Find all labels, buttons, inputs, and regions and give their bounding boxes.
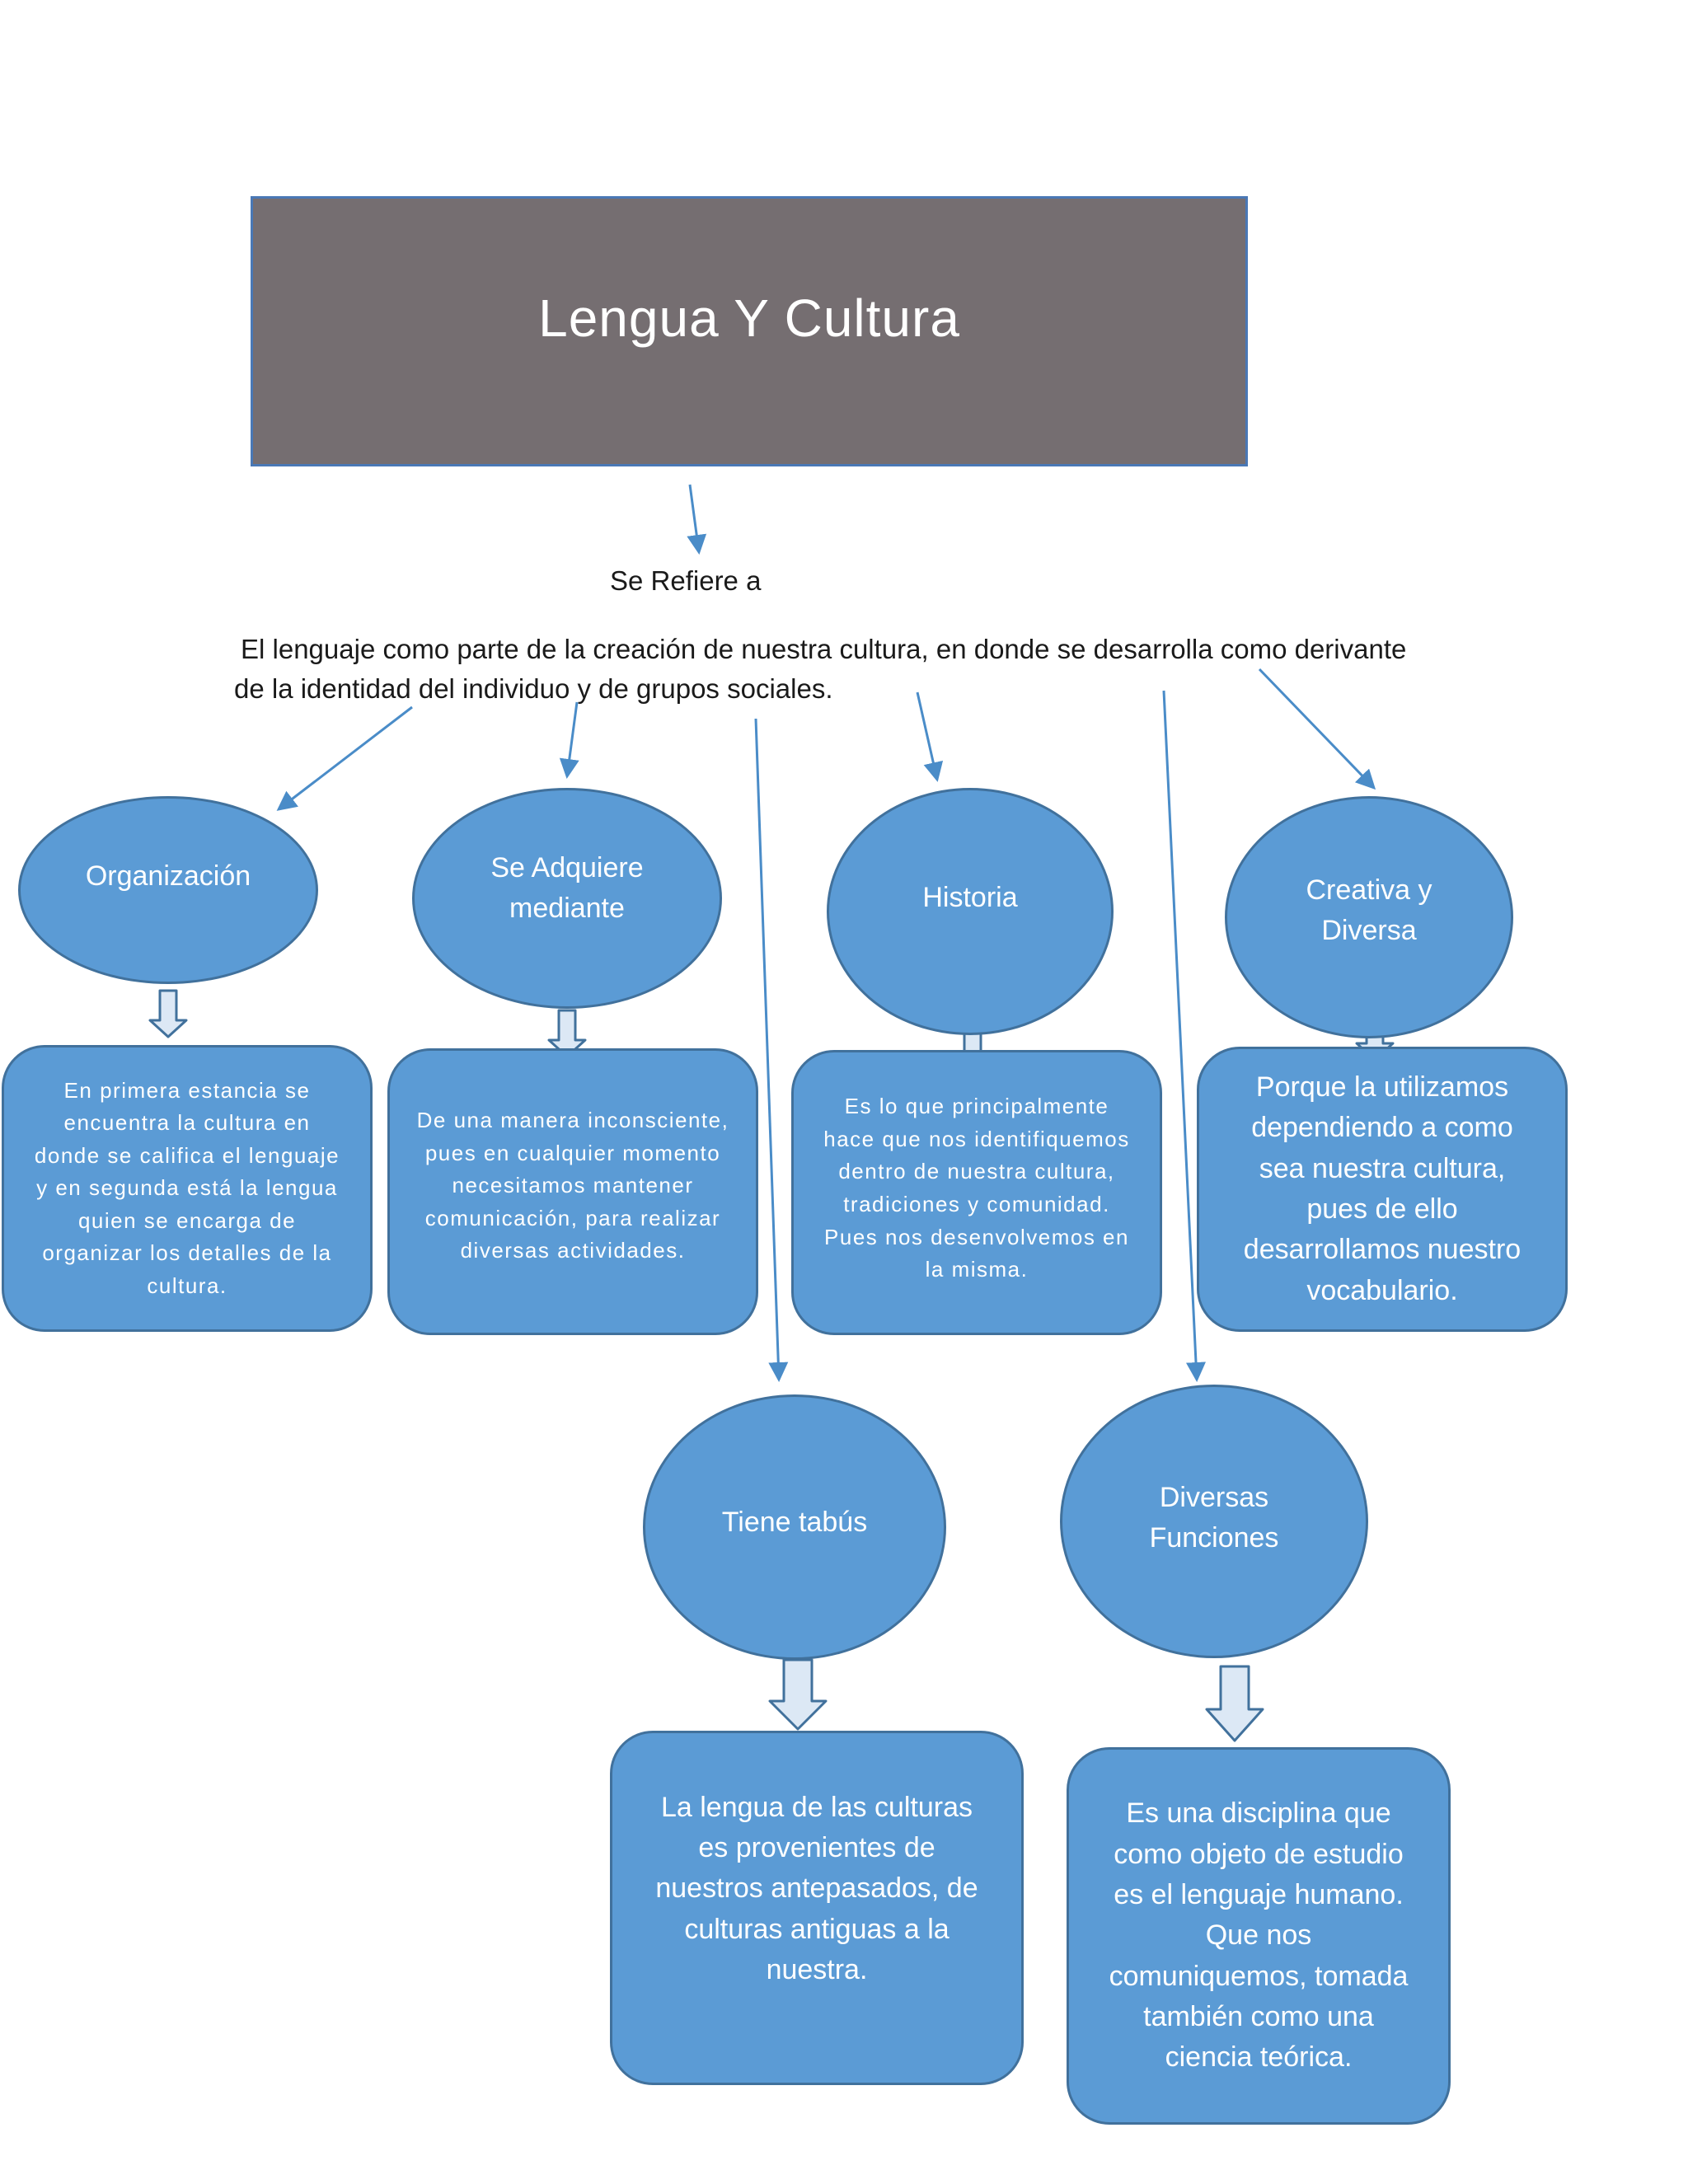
arrow-to-creativa xyxy=(1258,668,1376,790)
definition-line-2: de la identidad del individuo y de grupo… xyxy=(234,673,833,704)
node-label: Se Adquiere xyxy=(490,851,644,883)
definition-line-1: El lenguaje como parte de la creación de… xyxy=(241,634,1407,664)
detail-creativa-y-diversa: Porque la utilizamos dependiendo a como … xyxy=(1197,1047,1568,1332)
title-box: Lengua Y Cultura xyxy=(251,196,1248,466)
detail-historia: Es lo que principalmente hace que nos id… xyxy=(791,1050,1162,1335)
detail-text: En primera estancia se encuentra la cult… xyxy=(34,1077,340,1298)
detail-text: Es una disciplina que como objeto de est… xyxy=(1109,1797,1409,2074)
node-label: Historia xyxy=(922,882,1018,914)
arrow-to-tiene-tabus xyxy=(754,718,789,1382)
detail-diversas-funciones: Es una disciplina que como objeto de est… xyxy=(1067,1747,1451,2125)
block-arrow-diversas-funciones xyxy=(1205,1665,1264,1742)
detail-text: Porque la utilizamos dependiendo a como … xyxy=(1243,1071,1522,1306)
page-title: Lengua Y Cultura xyxy=(538,288,960,348)
detail-tiene-tabus: La lengua de las culturas es proveniente… xyxy=(610,1731,1024,2085)
node-label: Funciones xyxy=(1149,1522,1279,1554)
refiere-label: Se Refiere a xyxy=(610,565,762,596)
node-tiene-tabus: Tiene tabús xyxy=(643,1394,946,1660)
detail-text: Es lo que principalmente hace que nos id… xyxy=(823,1094,1130,1282)
definition-text: El lenguaje como parte de la creación de… xyxy=(234,630,1470,709)
arrow-title-to-refiere xyxy=(687,484,707,555)
arrow-to-diversas-funciones xyxy=(1162,690,1206,1382)
detail-text: De una manera inconsciente, pues en cual… xyxy=(416,1108,729,1263)
detail-text: La lengua de las culturas es proveniente… xyxy=(655,1791,978,1985)
block-arrow-organizacion xyxy=(148,989,188,1038)
node-label: Creativa y xyxy=(1306,874,1432,906)
node-creativa-y-diversa: Creativa y Diversa xyxy=(1225,796,1513,1038)
node-label: mediante xyxy=(509,893,625,924)
node-organizacion: Organización xyxy=(18,796,318,984)
node-label: Tiene tabús xyxy=(721,1507,868,1539)
arrow-to-se-adquiere xyxy=(559,701,579,779)
node-label: Organización xyxy=(85,860,251,893)
detail-organizacion: En primera estancia se encuentra la cult… xyxy=(2,1045,373,1332)
detail-se-adquiere: De una manera inconsciente, pues en cual… xyxy=(387,1048,758,1335)
arrow-to-organizacion xyxy=(276,705,413,811)
node-label: Diversa xyxy=(1321,915,1417,946)
node-diversas-funciones: Diversas Funciones xyxy=(1060,1385,1368,1658)
arrow-to-historia xyxy=(916,691,944,782)
node-se-adquiere: Se Adquiere mediante xyxy=(412,788,722,1009)
node-historia: Historia xyxy=(827,788,1114,1035)
block-arrow-tiene-tabus xyxy=(768,1658,828,1731)
node-label: Diversas xyxy=(1159,1481,1269,1513)
